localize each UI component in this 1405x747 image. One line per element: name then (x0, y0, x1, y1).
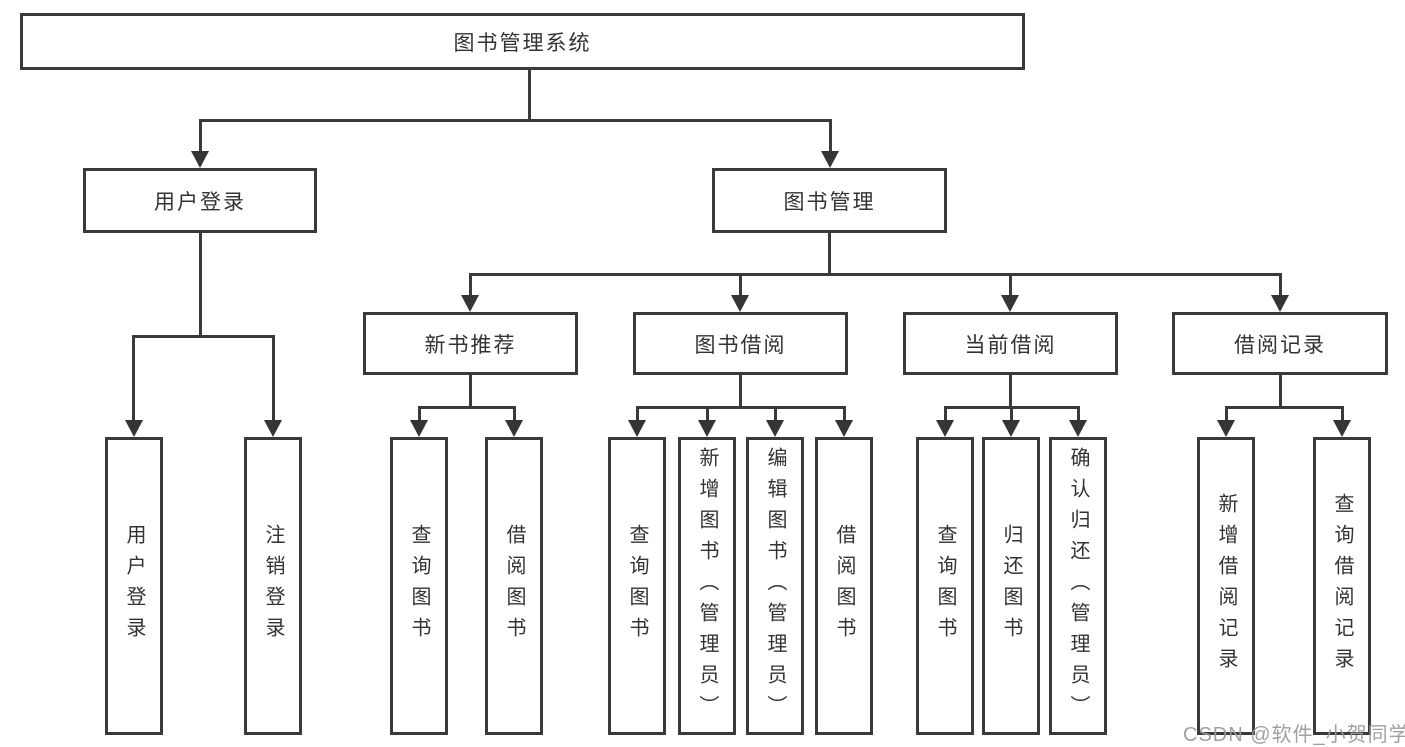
node-new-book-recommendation: 新书推荐 (363, 312, 578, 375)
node-label: 借阅记录 (1234, 333, 1326, 357)
leaf-return-books: 归还图书 (982, 437, 1040, 735)
arrow-down-icon (1271, 295, 1289, 312)
arrow-down-icon (936, 420, 954, 437)
leaf-logout: 注销登录 (244, 437, 302, 735)
leaf-label: 确认归还（管理员） (1067, 446, 1089, 726)
connector-line (829, 119, 832, 155)
node-label: 新书推荐 (424, 333, 517, 357)
node-label: 图书管理系统 (453, 31, 592, 55)
arrow-down-icon (628, 420, 646, 437)
connector-line (1225, 406, 1343, 409)
leaf-recommend-query-books: 查询图书 (390, 437, 448, 735)
node-label: 图书借阅 (694, 333, 787, 357)
connector-line (1009, 273, 1012, 298)
arrow-down-icon (1069, 420, 1087, 437)
connector-line (944, 406, 947, 422)
leaf-label: 新增图书（管理员） (696, 446, 718, 726)
leaf-user-login: 用户登录 (105, 437, 163, 735)
leaf-label: 查询图书 (408, 524, 430, 648)
connector-line (1279, 374, 1282, 408)
arrow-down-icon (1001, 295, 1019, 312)
leaf-query-borrow-record: 查询借阅记录 (1313, 437, 1371, 735)
connector-line (418, 406, 516, 409)
arrow-down-icon (125, 420, 143, 437)
node-user-login: 用户登录 (83, 168, 317, 233)
leaf-borrowing-query-books: 查询图书 (608, 437, 666, 735)
leaf-edit-books-admin: 编辑图书（管理员） (746, 437, 804, 735)
node-book-borrowing: 图书借阅 (633, 312, 848, 375)
watermark-text: CSDN @软件_小贺同学 (1183, 724, 1405, 746)
leaf-add-borrow-record: 新增借阅记录 (1197, 437, 1255, 735)
node-label: 图书管理 (783, 190, 876, 214)
connector-line (739, 273, 742, 298)
connector-line (469, 273, 1281, 276)
leaf-recommend-borrow-books: 借阅图书 (485, 437, 543, 735)
connector-line (513, 406, 516, 422)
connector-line (418, 406, 421, 422)
connector-line (469, 374, 472, 408)
node-label: 当前借阅 (964, 333, 1057, 357)
leaf-label: 用户登录 (123, 524, 145, 648)
arrow-down-icon (410, 420, 428, 437)
node-borrowing-records: 借阅记录 (1172, 312, 1388, 375)
arrow-down-icon (191, 151, 209, 168)
arrow-down-icon (505, 420, 523, 437)
arrow-down-icon (835, 420, 853, 437)
connector-line (1279, 273, 1282, 298)
node-current-borrowing: 当前借阅 (903, 312, 1118, 375)
leaf-confirm-return-admin: 确认归还（管理员） (1049, 437, 1107, 735)
connector-line (1341, 406, 1344, 422)
connector-line (706, 406, 709, 422)
node-library-management-system: 图书管理系统 (20, 13, 1025, 70)
connector-line (132, 335, 135, 422)
connector-line (199, 119, 831, 122)
leaf-label: 借阅图书 (833, 524, 855, 648)
arrow-down-icon (1002, 420, 1020, 437)
connector-line (828, 232, 831, 275)
connector-line (636, 406, 845, 409)
node-book-management: 图书管理 (712, 168, 947, 233)
leaf-label: 查询借阅记录 (1331, 493, 1353, 679)
arrow-down-icon (1217, 420, 1235, 437)
connector-line (469, 273, 472, 298)
leaf-label: 注销登录 (262, 524, 284, 648)
connector-line (843, 406, 846, 422)
connector-line (739, 374, 742, 408)
leaf-label: 查询图书 (626, 524, 648, 648)
arrow-down-icon (698, 420, 716, 437)
connector-line (528, 70, 531, 119)
connector-line (636, 406, 639, 422)
arrow-down-icon (264, 420, 282, 437)
leaf-label: 归还图书 (1000, 524, 1022, 648)
connector-line (199, 119, 202, 155)
leaf-current-query-books: 查询图书 (916, 437, 974, 735)
connector-line (132, 335, 275, 338)
node-label: 用户登录 (154, 190, 246, 214)
connector-line (1010, 406, 1013, 422)
leaf-borrowing-borrow-books: 借阅图书 (815, 437, 873, 735)
arrow-down-icon (461, 295, 479, 312)
leaf-add-books-admin: 新增图书（管理员） (678, 437, 736, 735)
connector-line (774, 406, 777, 422)
arrow-down-icon (1333, 420, 1351, 437)
connector-line (1009, 374, 1012, 408)
connector-line (272, 335, 275, 422)
connector-line (1225, 406, 1228, 422)
leaf-label: 编辑图书（管理员） (764, 446, 786, 726)
arrow-down-icon (821, 151, 839, 168)
leaf-label: 新增借阅记录 (1215, 493, 1237, 679)
connector-line (199, 232, 202, 337)
leaf-label: 查询图书 (934, 524, 956, 648)
leaf-label: 借阅图书 (503, 524, 525, 648)
arrow-down-icon (731, 295, 749, 312)
arrow-down-icon (766, 420, 784, 437)
connector-line (1077, 406, 1080, 422)
